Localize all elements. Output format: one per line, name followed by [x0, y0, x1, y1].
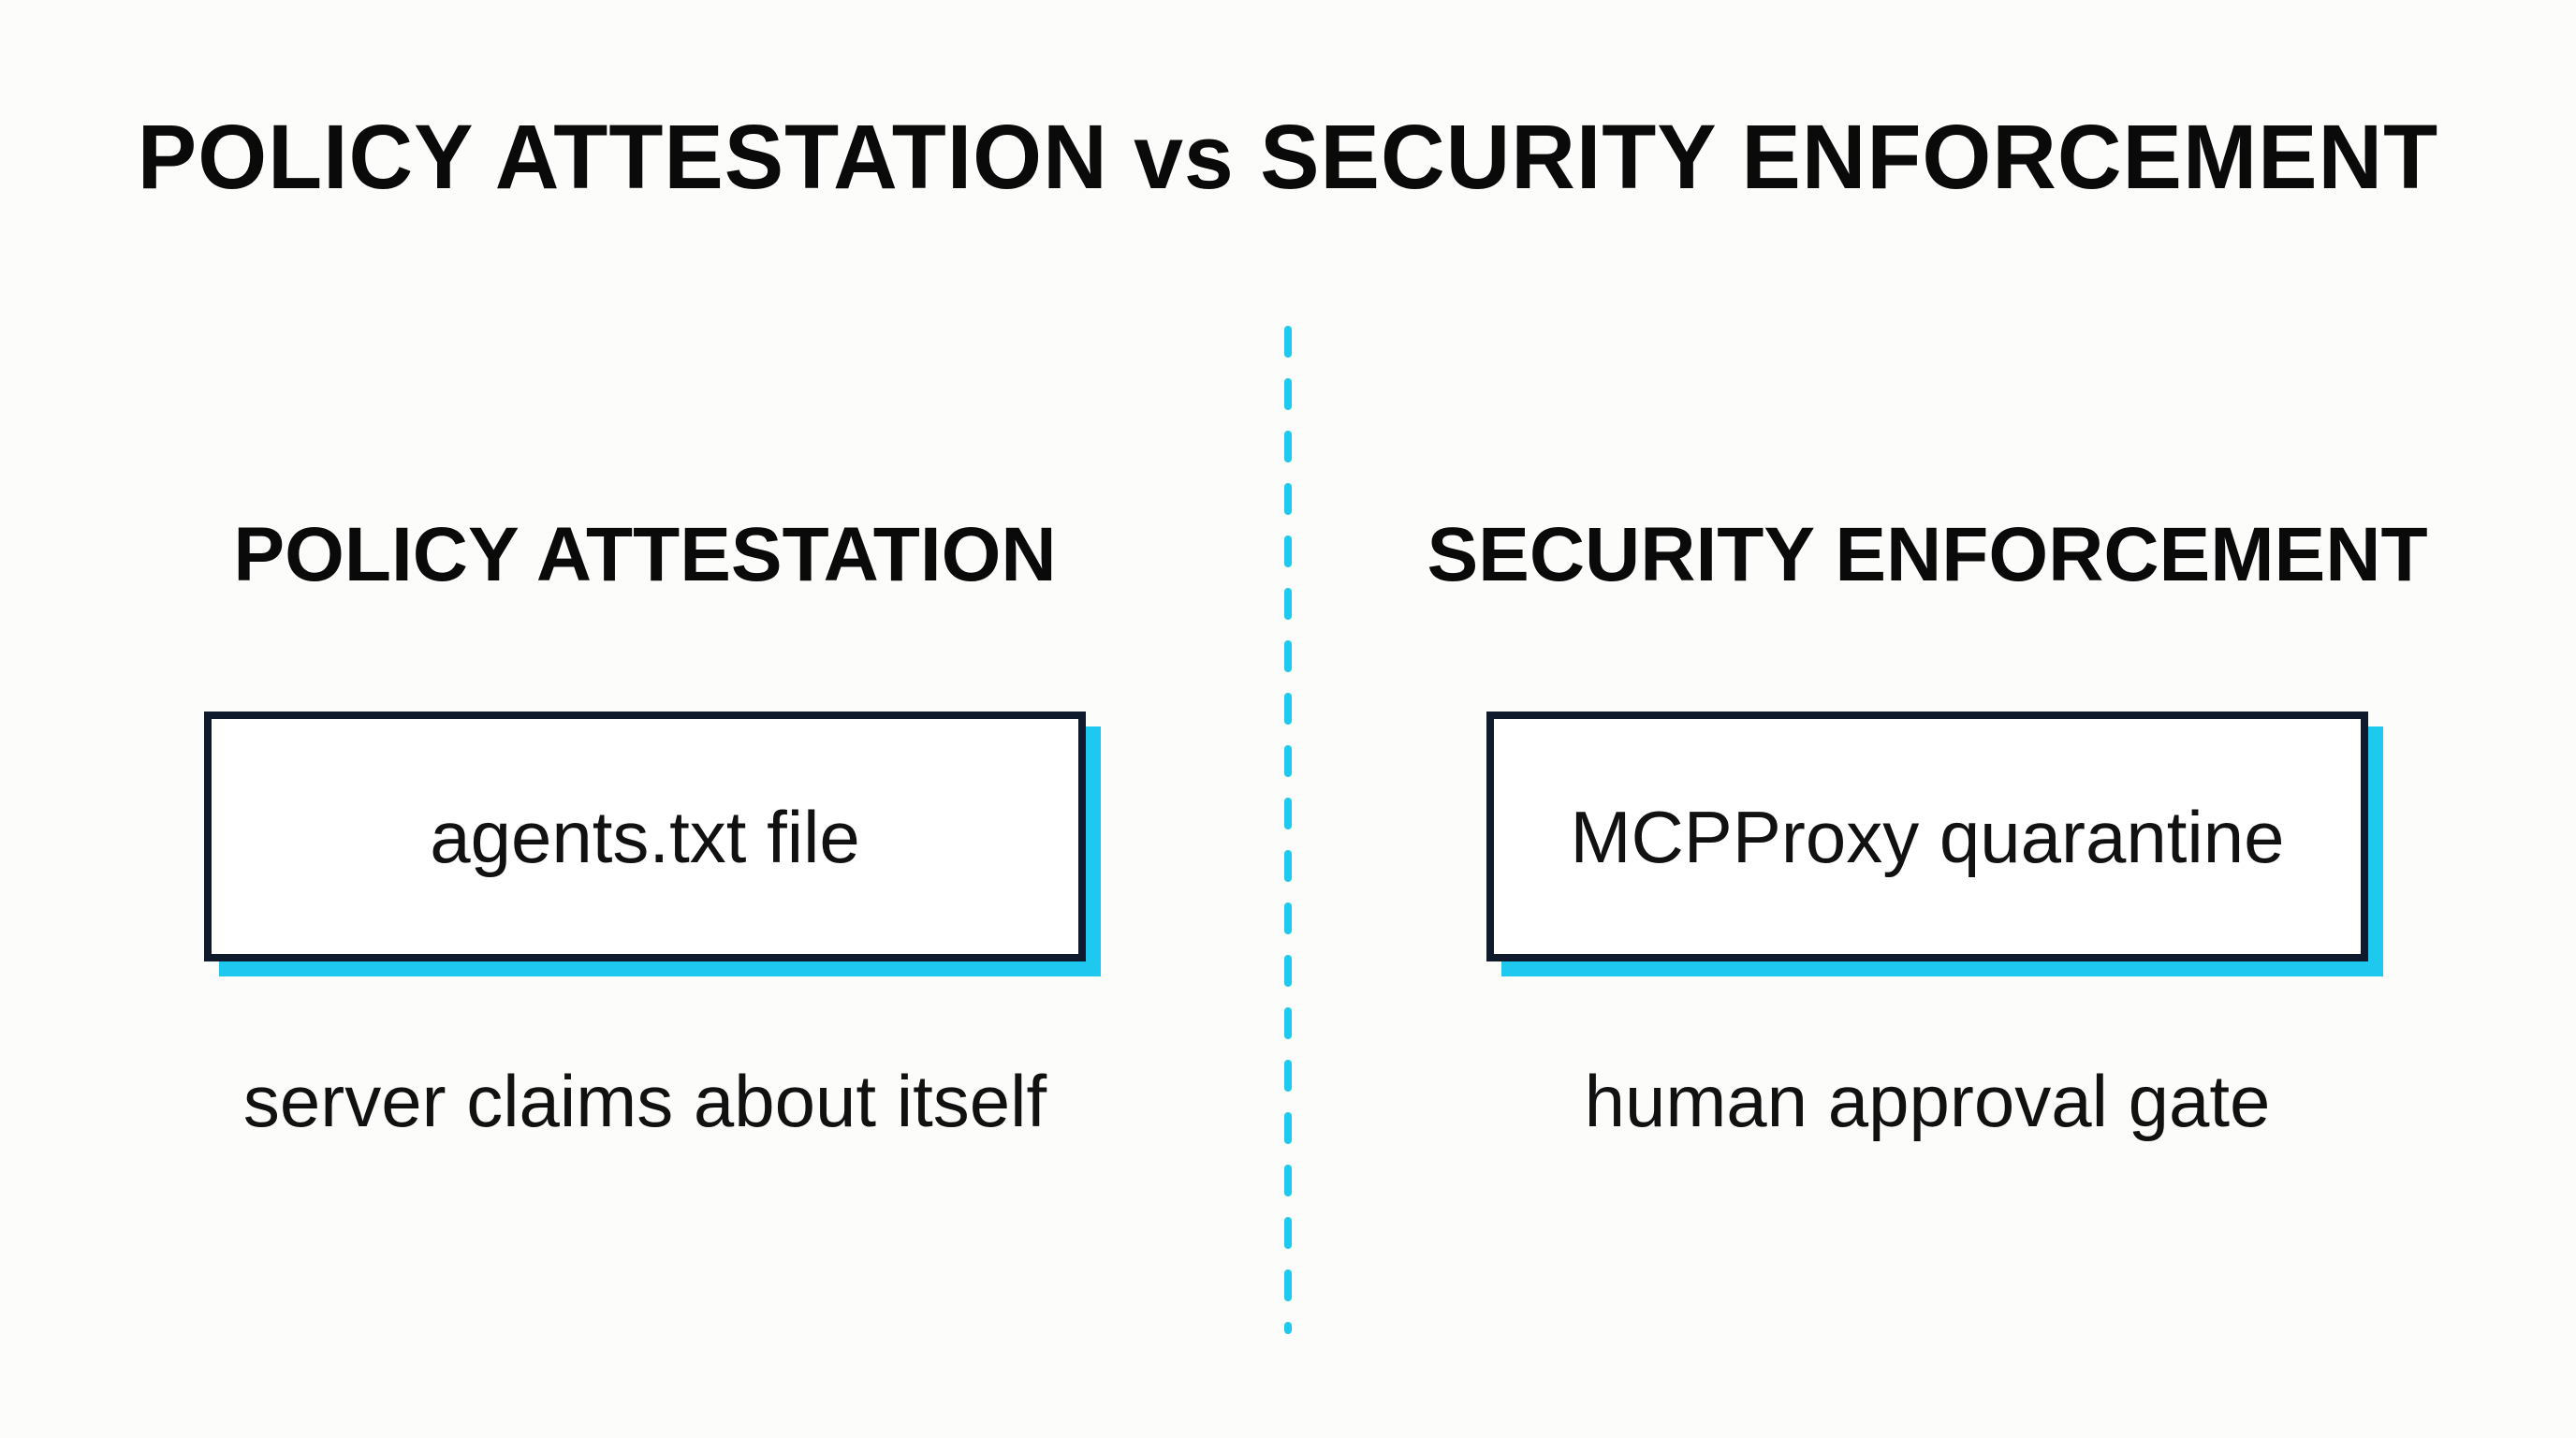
- policy-attestation-column: POLICY ATTESTATION agents.txt file serve…: [130, 0, 1160, 1438]
- column-heading: SECURITY ENFORCEMENT: [1427, 512, 2428, 597]
- security-enforcement-column: SECURITY ENFORCEMENT MCPProxy quarantine…: [1412, 0, 2442, 1438]
- page-title: POLICY ATTESTATION vs SECURITY ENFORCEME…: [137, 106, 2439, 208]
- card-box: MCPProxy quarantine: [1486, 712, 2368, 961]
- column-caption: server claims about itself: [242, 1060, 1047, 1142]
- dashed-divider: [1284, 326, 1292, 1334]
- concept-card: MCPProxy quarantine: [1486, 712, 2383, 976]
- column-caption: human approval gate: [1584, 1060, 2271, 1142]
- card-box: agents.txt file: [204, 712, 1086, 961]
- card-label: agents.txt file: [430, 795, 860, 878]
- card-label: MCPProxy quarantine: [1570, 795, 2285, 878]
- concept-card: agents.txt file: [204, 712, 1101, 976]
- column-heading: POLICY ATTESTATION: [233, 512, 1057, 597]
